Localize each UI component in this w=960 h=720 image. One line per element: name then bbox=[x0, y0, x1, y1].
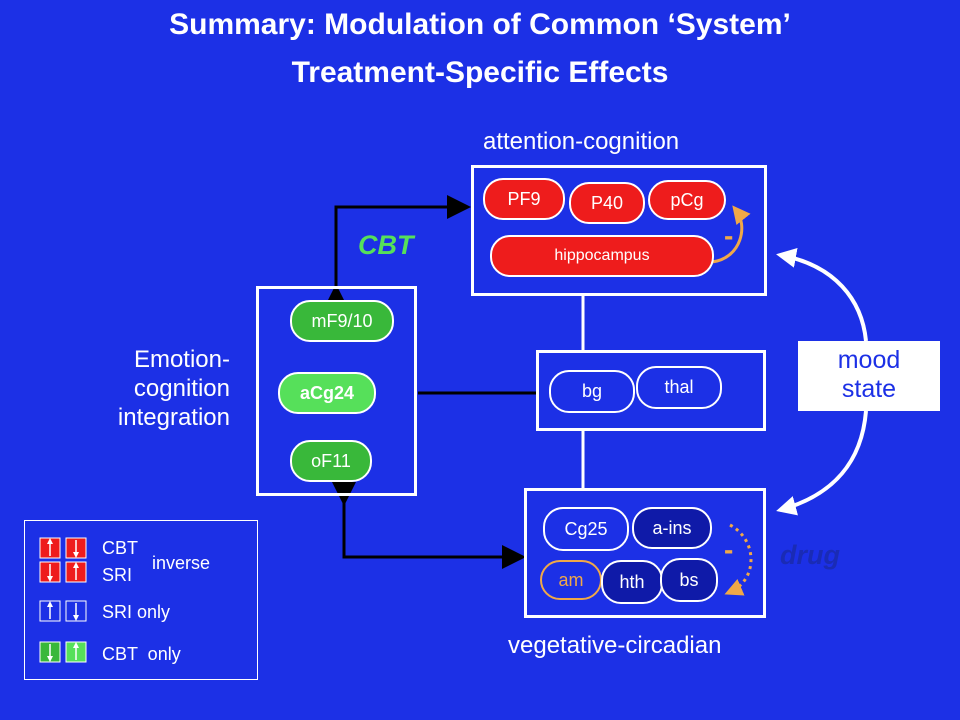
legend-cbt-only-label: CBT only bbox=[102, 644, 181, 664]
legend-cbt-label: CBT bbox=[102, 538, 138, 558]
title-line-1: Summary: Modulation of Common ‘System’ bbox=[169, 8, 791, 41]
legend-sri-only-swatch bbox=[39, 600, 87, 622]
node-a-ins: a-ins bbox=[632, 507, 712, 549]
attention-feedback-arrow bbox=[711, 205, 751, 264]
cbt-link-arrow bbox=[324, 195, 471, 308]
attention-cognition-label: attention-cognition bbox=[483, 128, 680, 155]
node-thal: thal bbox=[636, 366, 722, 409]
basal-ganglia-box bbox=[536, 350, 766, 431]
vegetative-circadian-box bbox=[524, 488, 766, 618]
minus-sign-bottom: - bbox=[724, 534, 734, 565]
node-acg24: aCg24 bbox=[278, 372, 376, 414]
attention-cognition-box bbox=[471, 165, 767, 296]
legend-box bbox=[24, 520, 258, 680]
node-cg25: Cg25 bbox=[543, 507, 629, 551]
node-of11: oF11 bbox=[290, 440, 372, 482]
node-pf9: PF9 bbox=[483, 178, 565, 220]
legend-cbt-only-swatch bbox=[39, 641, 87, 663]
legend-inverse-swatch bbox=[39, 537, 87, 583]
drug-label: drug bbox=[780, 540, 840, 570]
node-pcg: pCg bbox=[648, 180, 726, 220]
mood-to-vegetative-arrow bbox=[776, 410, 868, 516]
node-mf9-10: mF9/10 bbox=[290, 300, 394, 342]
node-hippocampus: hippocampus bbox=[490, 235, 714, 277]
emotion-cognition-box bbox=[256, 286, 417, 496]
node-bs: bs bbox=[660, 558, 718, 602]
emotion-cognition-label: Emotion- cognition integration bbox=[117, 346, 230, 431]
legend-sri-label: SRI bbox=[102, 565, 133, 585]
minus-sign-top: - bbox=[724, 220, 734, 251]
title-line-2: Treatment-Specific Effects bbox=[291, 56, 669, 89]
legend-inverse-label: inverse bbox=[152, 553, 211, 573]
vegetative-feedback-arrow bbox=[724, 523, 753, 596]
legend-sri-only-label: SRI only bbox=[102, 602, 171, 622]
node-bg: bg bbox=[549, 370, 635, 413]
node-p40: P40 bbox=[569, 182, 645, 224]
mood-to-attention-arrow bbox=[776, 248, 868, 342]
vegetative-link-arrow bbox=[332, 482, 526, 569]
node-hth: hth bbox=[601, 560, 663, 604]
vegetative-circadian-label: vegetative-circadian bbox=[508, 632, 722, 659]
mood-state-box: mood state bbox=[798, 341, 940, 411]
